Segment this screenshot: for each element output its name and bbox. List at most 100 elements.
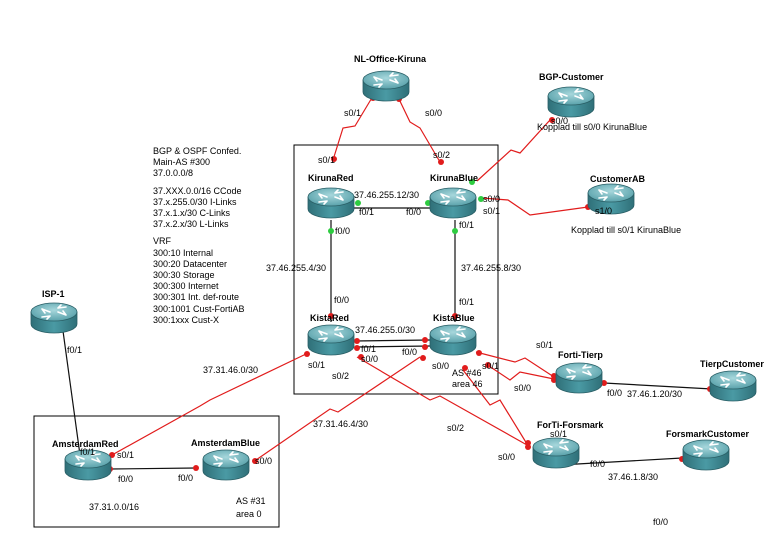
kistablue-tierp-serial-a	[475, 351, 555, 378]
amsterdam-as-label: AS #31	[236, 496, 266, 506]
legend-line: VRF	[153, 236, 171, 247]
customer-ab-note: Kopplad till s0/1 KirunaBlue	[571, 225, 681, 235]
label-amsterdam-blue: AmsterdamBlue	[191, 438, 260, 448]
port-label: s0/0	[361, 354, 378, 364]
router-kista-red[interactable]	[307, 324, 355, 356]
router-forsmark-customer[interactable]	[682, 439, 730, 471]
router-kista-blue[interactable]	[429, 324, 477, 356]
port-label: s0/0	[514, 383, 531, 393]
port-label: s0/1	[318, 155, 335, 165]
port-label: s0/1	[483, 206, 500, 216]
amsterdam-area-label: area 0	[236, 509, 262, 519]
label-nl-office-kiruna: NL-Office-Kiruna	[354, 54, 427, 64]
port-dot	[462, 365, 468, 371]
port-label: s0/0	[498, 452, 515, 462]
port-label: f0/0	[590, 459, 605, 469]
legend-line: 37.0.0.0/8	[153, 168, 194, 179]
port-label: s0/2	[332, 371, 349, 381]
port-label: s0/1	[550, 429, 567, 439]
port-label: s0/1	[308, 360, 325, 370]
port-label: f0/1	[459, 220, 474, 230]
legend-line: 37.x.2.x/30 L-Links	[153, 219, 229, 230]
label-forti-forsmark: ForTi-Forsmark	[537, 420, 604, 430]
legend-line: 300:300 Internet	[153, 281, 219, 292]
label-kiruna-blue: KirunaBlue	[430, 173, 478, 183]
port-dot	[420, 355, 426, 361]
port-dot	[525, 444, 531, 450]
tierp-customer-link	[603, 382, 713, 390]
port-label: f0/0	[607, 388, 622, 398]
label-isp-1: ISP-1	[42, 289, 65, 299]
port-label: f0/0	[334, 295, 349, 305]
label-forti-tierp: Forti-Tierp	[558, 350, 603, 360]
legend-line: 37.XXX.0.0/16 CCode	[153, 185, 242, 196]
port-dot	[485, 362, 491, 368]
legend-line: Main-AS #300	[153, 157, 211, 168]
router-amsterdam-blue[interactable]	[202, 449, 250, 481]
port-dot	[354, 338, 360, 344]
port-dot	[331, 156, 337, 162]
kista-link-a	[354, 339, 431, 342]
port-dot	[328, 313, 334, 319]
port-label: s1/0	[595, 206, 612, 216]
kista-link-b	[354, 345, 431, 348]
router-kiruna-blue[interactable]	[429, 187, 477, 219]
amsterdamred-amsterdamblue-link	[109, 467, 197, 470]
customerab-kirunablue-serial	[481, 197, 589, 216]
router-nl-office-kiruna[interactable]	[362, 70, 410, 102]
router-forti-forsmark[interactable]	[532, 437, 580, 469]
subnet-tierp: 37.46.1.20/30	[627, 389, 682, 399]
kistablue-tierp-serial-b	[485, 363, 555, 381]
port-label: f0/0	[118, 474, 133, 484]
legend-line: BGP & OSPF Confed.	[153, 146, 242, 156]
port-label: f0/0	[335, 226, 350, 236]
port-label: s0/0	[432, 361, 449, 371]
kistablue-forsmark-serial	[462, 369, 528, 445]
port-dot	[601, 380, 607, 386]
port-dot	[193, 465, 199, 471]
router-tierp-customer[interactable]	[709, 370, 757, 402]
amsterdam-frame	[33, 415, 280, 528]
core-frame	[293, 144, 499, 395]
port-label: f0/1	[459, 297, 474, 307]
port-dot	[358, 354, 364, 360]
port-label: f0/1	[80, 447, 95, 457]
subnet-amsterdam-lan: 37.31.0.0/16	[89, 502, 139, 512]
port-label: s0/2	[447, 423, 464, 433]
router-kiruna-red[interactable]	[307, 187, 355, 219]
port-dot	[354, 345, 360, 351]
port-dot	[438, 159, 444, 165]
port-dot	[422, 344, 428, 350]
label-kiruna-red: KirunaRed	[308, 173, 354, 183]
port-label: s0/1	[117, 450, 134, 460]
port-dot	[476, 350, 482, 356]
label-amsterdam-red: AmsterdamRed	[52, 439, 119, 449]
legend-line: 300:1xxx Cust-X	[153, 314, 220, 325]
router-forti-tierp[interactable]	[555, 362, 603, 394]
port-label: f0/0	[402, 347, 417, 357]
router-isp-1[interactable]	[30, 302, 78, 334]
subnet-kirunablue-kistablue: 37.46.255.8/30	[461, 263, 521, 273]
forsmark-customer-link	[559, 457, 683, 466]
port-dot	[328, 228, 334, 234]
legend-line: 300:20 Datacenter	[153, 258, 228, 269]
port-label: s0/0	[255, 456, 272, 466]
label-customer-ab: CustomerAB	[590, 174, 646, 184]
kistared-forsmark-serial	[356, 356, 528, 446]
port-label: f0/1	[359, 207, 374, 217]
subnet-forsmark: 37.46.1.8/30	[608, 472, 658, 482]
nl-kirunared-serial	[332, 95, 374, 161]
label-kista-blue: KistaBlue	[433, 313, 475, 323]
port-dot	[304, 351, 310, 357]
amsterdamblue-kistablue-serial	[255, 356, 421, 461]
port-dot	[452, 228, 458, 234]
subnet-kista-link: 37.46.255.0/30	[355, 325, 415, 335]
subnet-kistared-amsterdamblue: 37.31.46.4/30	[313, 419, 368, 429]
port-label: s0/0	[483, 194, 500, 204]
port-dot	[551, 377, 557, 383]
router-bgp-customer[interactable]	[547, 86, 595, 118]
label-bgp-customer: BGP-Customer	[539, 72, 604, 82]
port-label: f0/0	[653, 517, 668, 527]
